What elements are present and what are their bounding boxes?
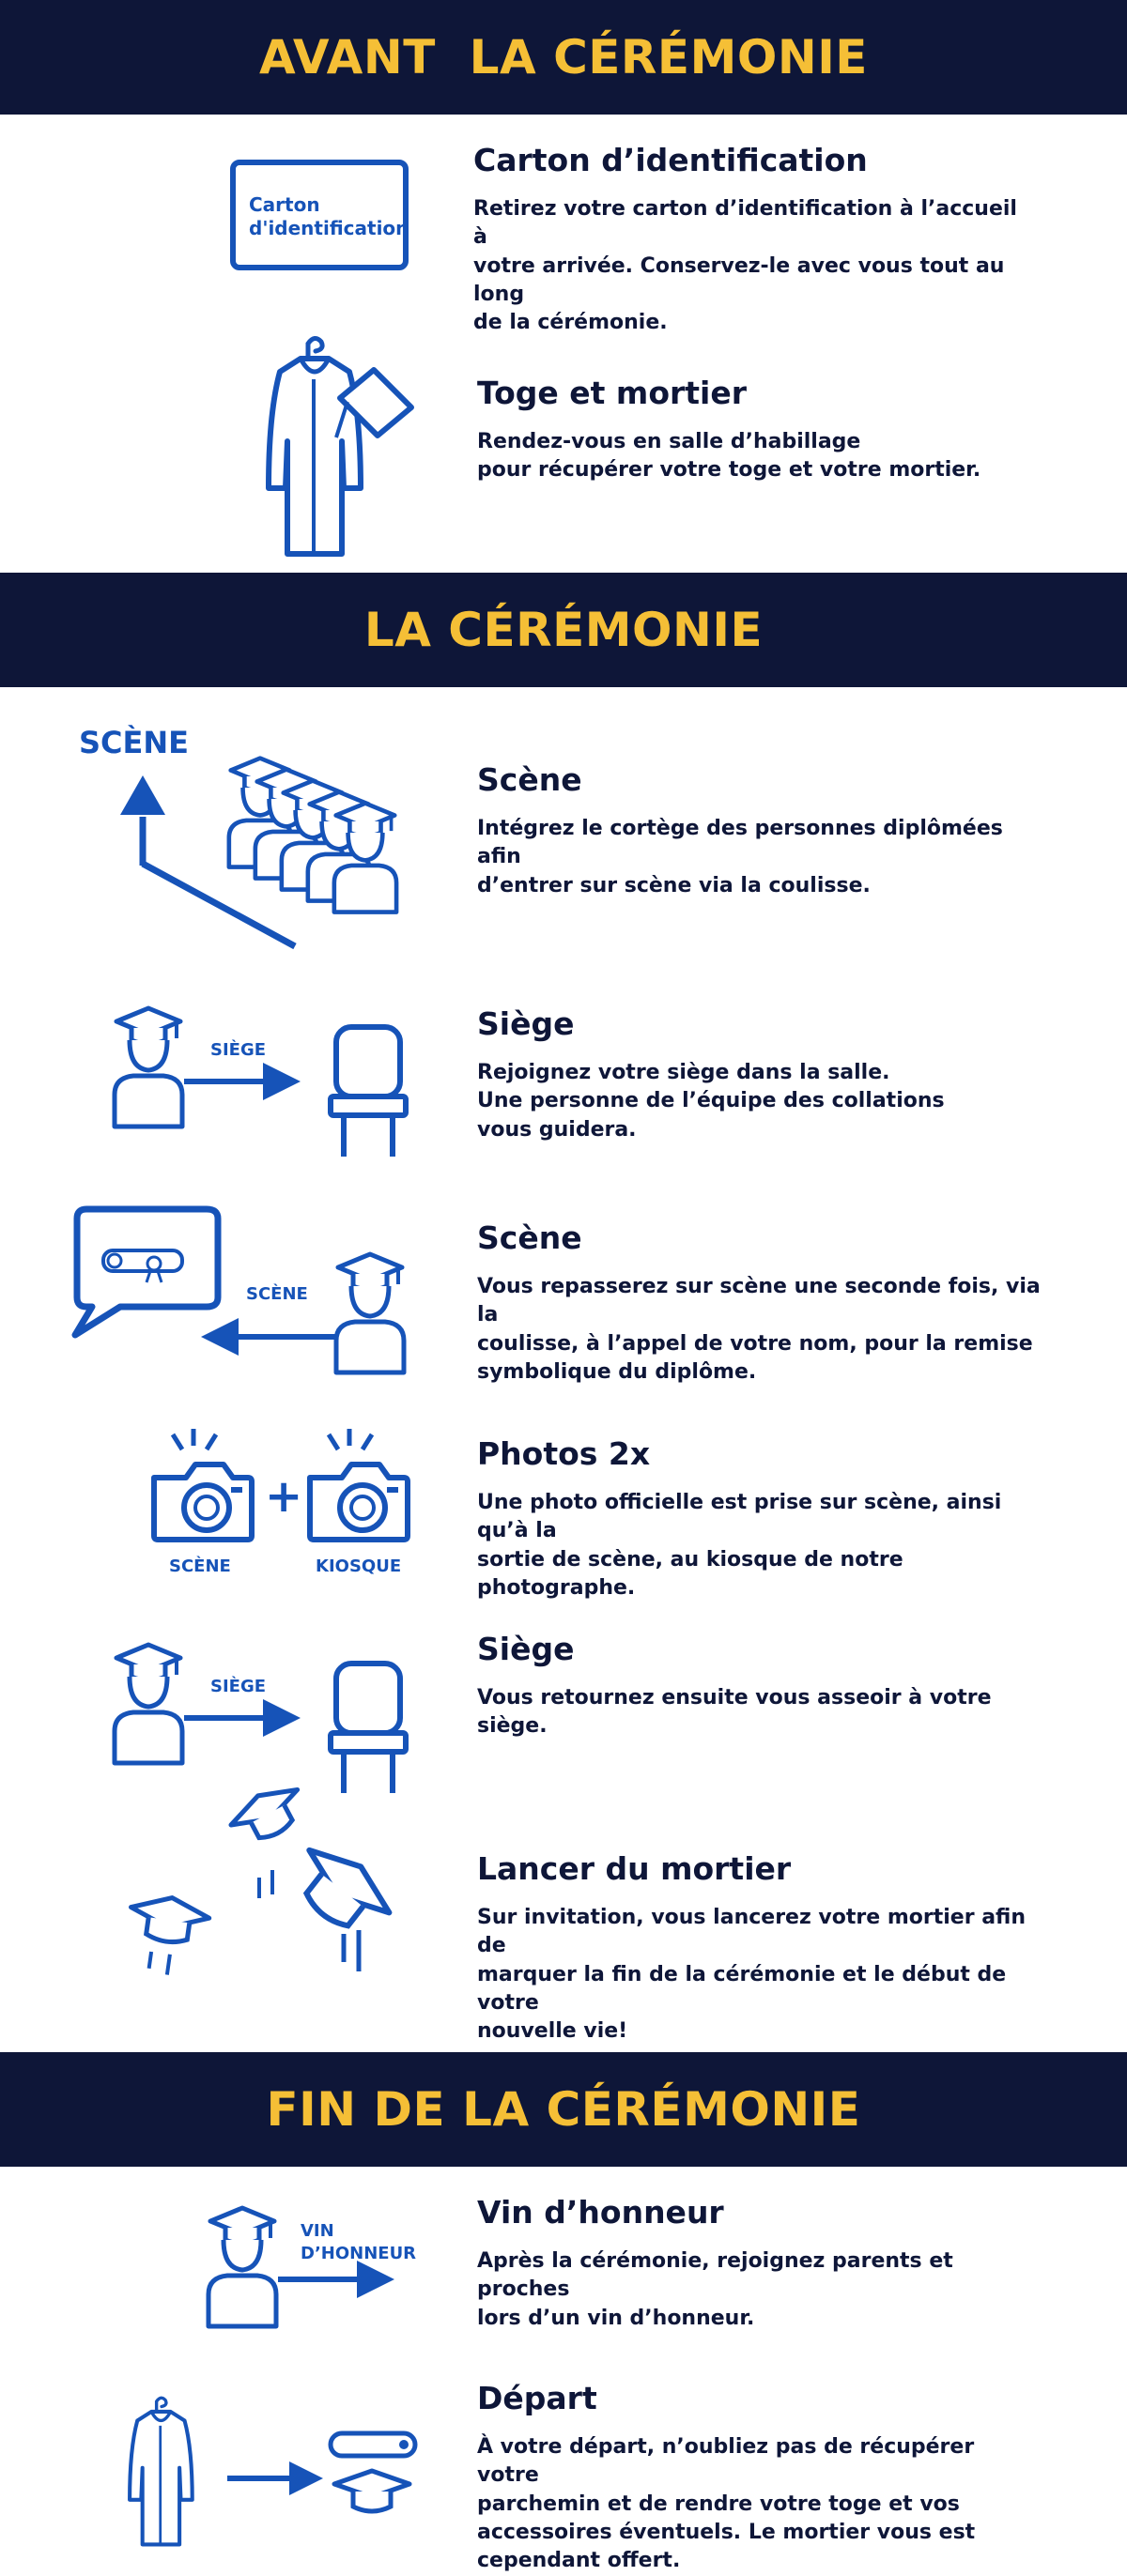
section-title: LA CÉRÉMONIE [363,603,764,657]
step-heading: Photos 2x [477,1435,651,1472]
step-heading: Siège [477,1005,575,1042]
procession-icon: SCÈNE [79,725,441,950]
step-siege-1: SIÈGE Siège Rejoignez votre siège dans l… [0,995,1127,1164]
step-text: Vin d’honneur Après la cérémonie, rejoig… [477,2195,1041,2333]
step-text: Siège Vous retournez ensuite vous asseoi… [477,1632,1041,1741]
vin-label-line2: D’HONNEUR [301,2244,416,2263]
gown-and-cap-icon [254,334,414,569]
graduate-to-seat-icon: SIÈGE [111,1003,430,1162]
step-lancer: Lancer du mortier Sur invitation, vous l… [0,1786,1127,2043]
scene-label: SCÈNE [246,1283,308,1304]
step-text: Photos 2x Une photo officielle est prise… [477,1436,1041,1602]
graduate-arrow-icon: VIN D’HONNEUR [205,2202,416,2343]
step-text: Lancer du mortier Sur invitation, vous l… [477,1851,1041,2047]
step-heading: Vin d’honneur [477,2194,724,2231]
id-card-text: Carton d'identification [249,193,409,239]
step-carton: Carton d'identification Carton d’identif… [0,141,1127,334]
step-description: Vous retournez ensuite vous asseoir à vo… [477,1685,992,1739]
diploma-bubble-icon: SCÈNE [71,1205,441,1384]
step-text: Carton d’identification Retirez votre ca… [473,143,1037,338]
step-heading: Carton d’identification [473,142,868,178]
seat-label: SIÈGE [210,1676,266,1696]
scene-label: SCÈNE [79,725,189,760]
step-description: Rejoignez votre siège dans la salle. Une… [477,1060,945,1142]
step-siege-2: SIÈGE Siège Vous retournez ensuite vous … [0,1632,1127,1791]
camera-label-scene: SCÈNE [169,1556,231,1576]
step-heading: Toge et mortier [477,375,748,411]
step-description: Sur invitation, vous lancerez votre mort… [477,1905,1027,2044]
step-description: Après la cérémonie, rejoignez parents et… [477,2248,953,2330]
step-text: Scène Vous repasserez sur scène une seco… [477,1220,1041,1387]
vin-label-line1: VIN [301,2221,334,2241]
step-description: À votre départ, n’oubliez pas de récupér… [477,2434,976,2573]
step-heading: Lancer du mortier [477,1850,792,1887]
step-scene-1: SCÈNE Scène Intégrez le cortège des pers… [0,713,1127,958]
plus-sign: + [265,1470,302,1523]
section-banner-ceremonie: LA CÉRÉMONIE [0,573,1127,687]
section-title: AVANT LA CÉRÉMONIE [259,30,868,84]
step-heading: Départ [477,2380,597,2416]
camera-label-kiosque: KIOSQUE [316,1556,401,1576]
id-card-icon: Carton d'identification [230,160,409,270]
step-vin-honneur: VIN D’HONNEUR Vin d’honneur Après la cér… [0,2195,1127,2345]
step-text: Scène Intégrez le cortège des personnes … [477,762,1041,900]
step-text: Départ À votre départ, n’oubliez pas de … [477,2381,1041,2576]
return-gown-icon [126,2386,418,2555]
step-text: Siège Rejoignez votre siège dans la sall… [477,1006,1041,1144]
step-description: Retirez votre carton d’identification à … [473,196,1017,335]
step-depart: Départ À votre départ, n’oubliez pas de … [0,2381,1127,2572]
section-banner-avant: AVANT LA CÉRÉMONIE [0,0,1127,115]
step-heading: Siège [477,1631,575,1667]
falling-caps-icon [129,1786,393,1975]
step-toge: Toge et mortier Rendez-vous en salle d’h… [0,329,1127,563]
section-banner-fin: FIN DE LA CÉRÉMONIE [0,2052,1127,2167]
seat-label: SIÈGE [210,1039,266,1060]
step-scene-2: SCÈNE Scène Vous repasserez sur scène un… [0,1202,1127,1384]
step-text: Toge et mortier Rendez-vous en salle d’h… [477,376,1041,485]
step-description: Vous repasserez sur scène une seconde fo… [477,1274,1041,1385]
two-cameras-icon: + SCÈNE KIOSQUE [141,1418,441,1576]
step-heading: Scène [477,1219,582,1256]
step-heading: Scène [477,761,582,798]
step-photos: + SCÈNE KIOSQUE Photos 2x Une photo offi… [0,1418,1127,1600]
step-description: Une photo officielle est prise sur scène… [477,1490,1002,1601]
step-description: Intégrez le cortège des personnes diplôm… [477,816,1003,897]
graduate-to-seat-icon: SIÈGE [111,1639,430,1799]
step-description: Rendez-vous en salle d’habillage pour ré… [477,429,981,483]
section-title: FIN DE LA CÉRÉMONIE [266,2082,861,2137]
